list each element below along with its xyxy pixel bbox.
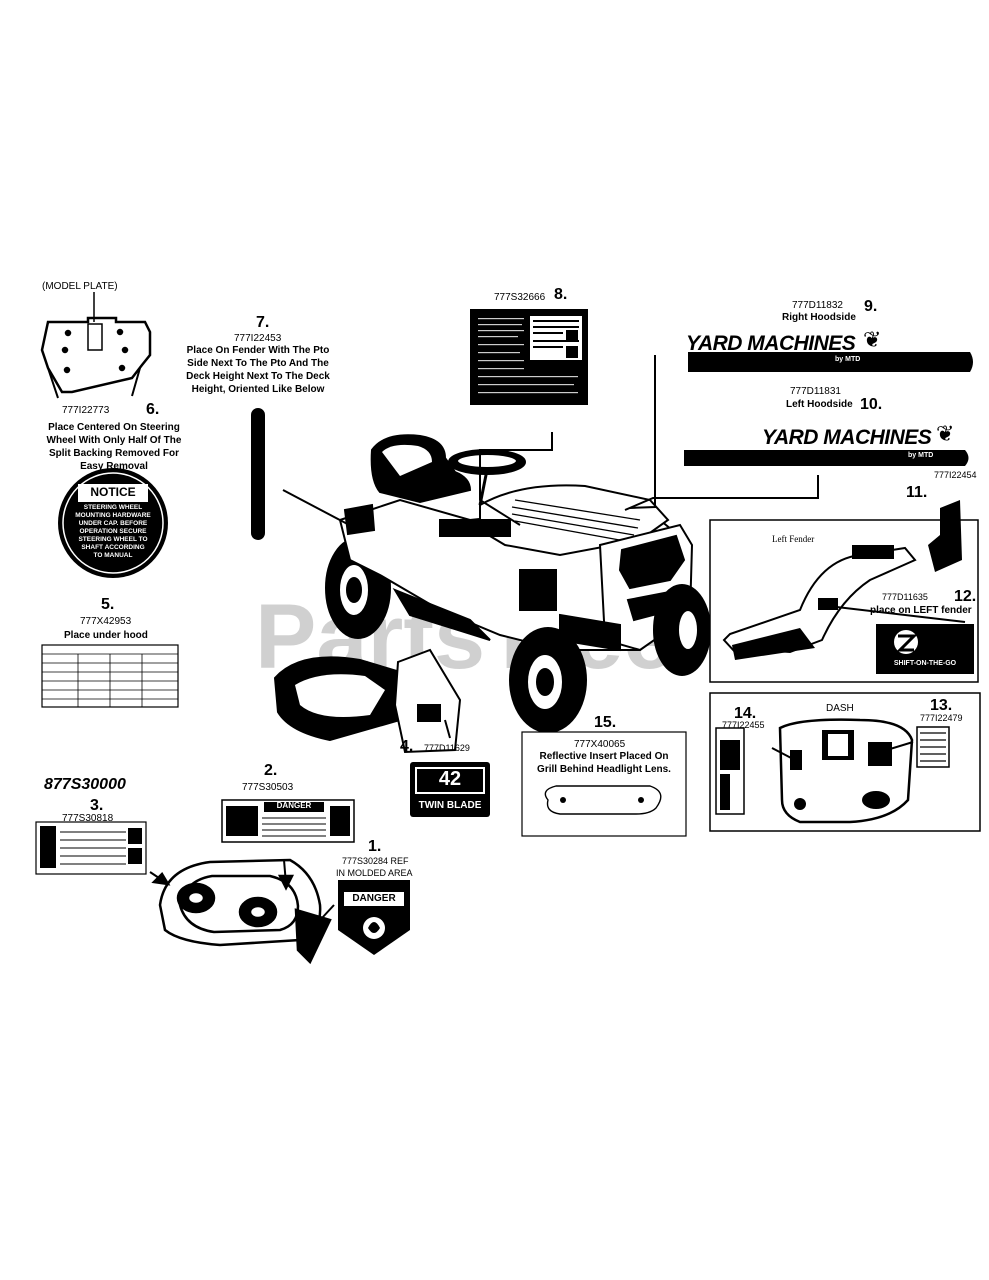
notice-decal-line-3: UNDER CAP. BEFORE <box>78 520 148 527</box>
part-5-number-code: 777X42953 <box>80 616 132 627</box>
part-10-description: Left Hoodside <box>786 399 853 410</box>
mower-deck-drawing <box>149 858 335 965</box>
fender-panel <box>709 500 979 683</box>
notice-decal <box>58 468 168 578</box>
part-15-description-1: Reflective Insert Placed On <box>539 751 669 762</box>
part-12-callout: 12. <box>954 588 977 605</box>
part-14-number-code: 777I22455 <box>722 720 765 730</box>
part-3-callout: 3. <box>90 797 104 814</box>
twin-blade-text: TWIN BLADE <box>418 800 482 811</box>
part-2-callout: 2. <box>264 762 278 779</box>
hood-spec-decal <box>41 644 179 708</box>
part-6-description-4: Easy Removal <box>80 461 148 472</box>
part-7-number-code: 777I22453 <box>234 333 282 344</box>
part-5-callout: 5. <box>101 596 115 613</box>
notice-decal-line-6: SHAFT ACCORDING <box>81 544 145 551</box>
part-15-description-2: Grill Behind Headlight Lens. <box>537 764 671 775</box>
part-7-description-4: Height, Oriented Like Below <box>191 384 325 395</box>
part-5-description: Place under hood <box>64 630 148 641</box>
part-7-description-2: Side Next To The Pto And The <box>187 358 329 369</box>
part-6-description-3: Split Backing Removed For <box>48 448 180 459</box>
twin-blade-number: 42 <box>438 768 462 790</box>
part-8-number-code: 777S32666 <box>494 292 546 303</box>
part-10-leaf-icon: ❦ <box>936 421 955 446</box>
part-15-number-code: 777X40065 <box>574 739 626 750</box>
deck-kit-number: 877S30000 <box>44 776 126 793</box>
twin-blade-badge <box>410 762 490 817</box>
part-10-brand: YARD MACHINES <box>762 426 932 449</box>
part-12-number-code: 777D11635 <box>882 592 928 602</box>
part-10-number-code: 777D11831 <box>790 386 841 397</box>
part-7-callout: 7. <box>256 314 270 331</box>
leader-lines <box>282 355 966 761</box>
part-11-number-code: 777I22454 <box>934 470 977 480</box>
dash-label: DASH <box>826 703 854 714</box>
part-1-description: IN MOLDED AREA <box>336 868 413 878</box>
left-fender-label: Left Fender <box>772 534 815 544</box>
model-plate-label: (MODEL PLATE) <box>42 281 118 292</box>
part-9-number-code: 777D11832 <box>792 300 843 311</box>
part-3-number-code: 777S30818 <box>62 813 114 824</box>
part-9-brand: YARD MACHINES <box>686 332 856 355</box>
part-6-callout: 6. <box>146 401 160 418</box>
molded-danger-shield <box>338 880 410 955</box>
part-8-callout: 8. <box>554 286 568 303</box>
reflective-insert-box <box>521 731 687 837</box>
part-2-decal-title: DANGER <box>276 801 312 810</box>
part-9-brand-sub: by MTD <box>835 356 861 363</box>
model-plate-drawing <box>40 292 152 399</box>
part-2-number-code: 777S30503 <box>242 782 294 793</box>
shift-decal-text: SHIFT-ON-THE-GO <box>893 660 957 667</box>
pto-decal-strip <box>251 408 265 540</box>
notice-decal-line-2: MOUNTING HARDWARE <box>75 512 151 519</box>
part-7-description-3: Deck Height Next To The Deck <box>186 371 330 382</box>
part-1-callout: 1. <box>368 838 382 855</box>
part-10-brand-sub: by MTD <box>908 452 934 459</box>
part-12-description: place on LEFT fender <box>870 605 972 616</box>
deck-danger-decal-2 <box>221 799 355 843</box>
part-1-number-code: 777S30284 REF <box>342 856 409 866</box>
notice-decal-line-4: OPERATION SECURE <box>79 528 147 535</box>
notice-decal-line-5: STEERING WHEEL TO <box>78 536 148 543</box>
part-11-callout: 11. <box>906 484 928 501</box>
deck-and-bag-drawing <box>273 648 462 754</box>
deck-decal-3 <box>35 821 147 875</box>
part-9-callout: 9. <box>864 298 878 315</box>
hood-decal-8 <box>470 309 588 405</box>
part-15-callout: 15. <box>594 714 617 731</box>
part-13-callout: 13. <box>930 697 953 714</box>
notice-decal-line-7: TO MANUAL <box>93 552 133 559</box>
notice-decal-line-1: STEERING WHEEL <box>83 504 143 511</box>
part-6-number-code: 777I22773 <box>62 405 110 416</box>
dash-box <box>709 692 981 832</box>
yard-machines-banner-9 <box>688 352 973 372</box>
part-13-number-code: 777I22479 <box>920 713 963 723</box>
part-9-description: Right Hoodside <box>782 312 856 323</box>
part-9-leaf-icon: ❦ <box>863 327 882 352</box>
part-4-callout: 4. <box>400 738 414 755</box>
part-14-callout: 14. <box>734 705 757 722</box>
part-4-number-code: 777D11629 <box>424 743 470 753</box>
notice-decal-title: NOTICE <box>90 485 136 499</box>
yard-machines-banner-10 <box>684 450 969 466</box>
part-6-description-1: Place Centered On Steering <box>48 422 180 433</box>
part-10-callout: 10. <box>860 396 883 413</box>
tractor-drawing <box>325 434 711 733</box>
part-1-decal-title: DANGER <box>352 893 396 904</box>
part-7-description-1: Place On Fender With The Pto <box>186 345 330 356</box>
part-6-description-2: Wheel With Only Half Of The <box>46 435 182 446</box>
